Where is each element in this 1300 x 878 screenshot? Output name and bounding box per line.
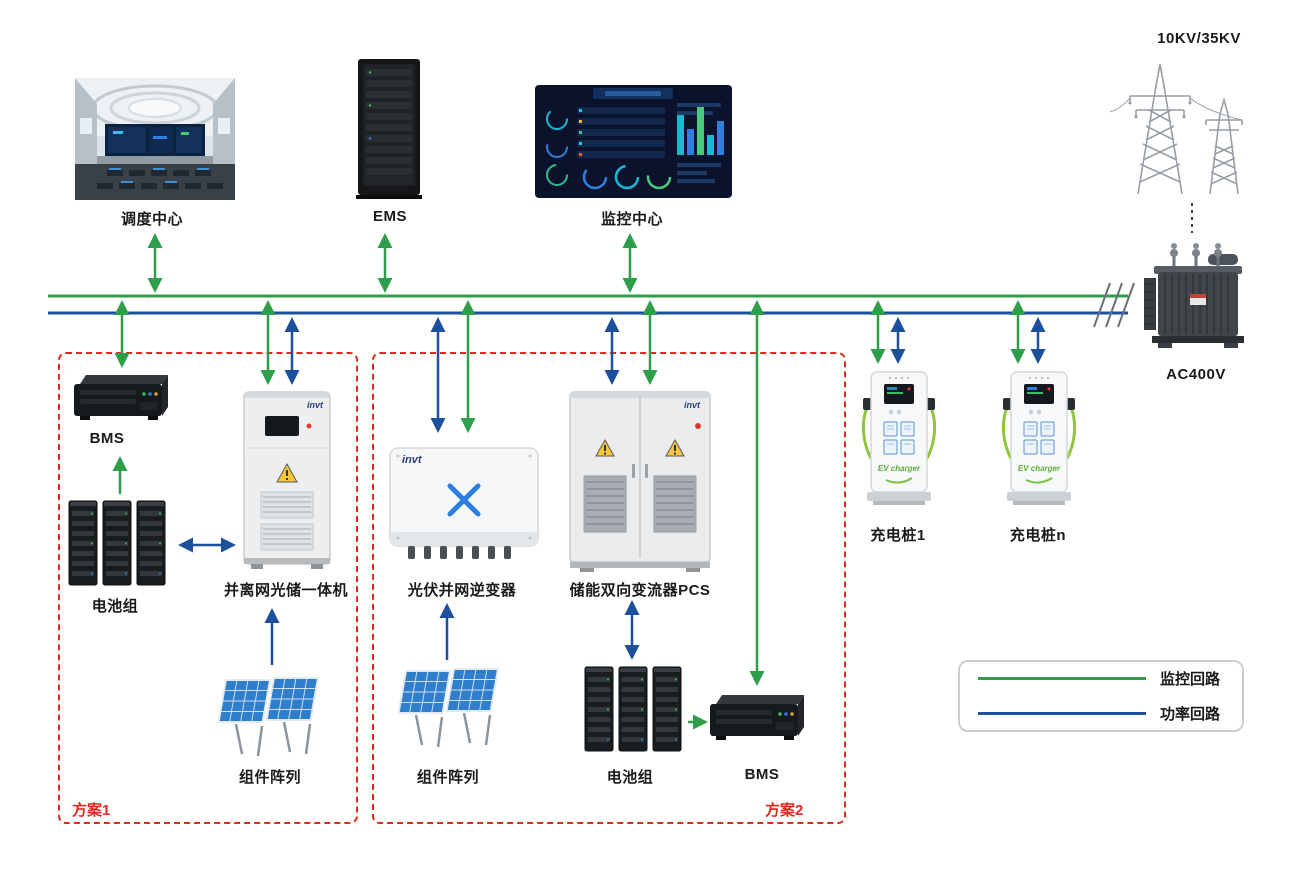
legend: 监控回路 功率回路	[958, 660, 1244, 732]
inverter-emblem	[447, 483, 481, 517]
label-hybrid-machine: 并离网光储一体机	[223, 582, 348, 599]
label-charger-1: 充电桩1	[870, 527, 926, 544]
pv-array-illustration	[397, 668, 500, 748]
device-battery-1	[66, 497, 168, 589]
scheme1-box	[58, 352, 358, 824]
device-bms-2	[706, 692, 806, 744]
ev-charger-illustration	[862, 371, 936, 505]
monitor-arrows	[112, 233, 1026, 730]
device-pcs: invt	[568, 390, 712, 572]
battery-group-illustration	[584, 666, 682, 752]
hybrid-screen	[265, 416, 299, 436]
label-bms-2: BMS	[744, 766, 780, 783]
bms-illustration	[74, 375, 168, 420]
legend-row-monitor: 监控回路	[978, 668, 1224, 689]
label-pv-array-1: 组件阵列	[238, 769, 301, 786]
power-arrows	[178, 317, 1046, 665]
ev-charger-text: EV charger	[877, 464, 921, 473]
power-line-sample	[978, 712, 1146, 715]
hybrid-indicator	[306, 423, 312, 429]
device-pv-inverter: invt	[384, 440, 544, 575]
label-hv-grid: 10KV/35KV	[1157, 30, 1241, 47]
pcs-illustration	[569, 391, 711, 572]
device-pv-array-2	[392, 663, 504, 755]
invt-logo: invt	[402, 454, 422, 466]
label-dispatch-center: 调度中心	[120, 211, 183, 228]
hybrid-machine-illustration	[243, 391, 331, 569]
invt-logo: invt	[306, 400, 323, 410]
device-charger-1: EV charger	[860, 368, 938, 516]
device-battery-2	[582, 663, 684, 755]
label-battery-2: 电池组	[606, 769, 654, 786]
device-monitor-center	[535, 85, 732, 198]
device-ems	[355, 57, 426, 200]
legend-row-power: 功率回路	[978, 703, 1224, 724]
monitor-dashboard-illustration	[535, 85, 732, 198]
label-lv-grid: AC400V	[1166, 366, 1226, 383]
device-grid-towers	[1108, 52, 1256, 200]
device-charger-n: EV charger	[1000, 368, 1078, 516]
device-hybrid-machine: invt	[241, 390, 333, 572]
charger-nozzle	[926, 398, 935, 410]
label-scheme2: 方案2	[765, 802, 804, 819]
legend-monitor-label: 监控回路	[1160, 671, 1221, 688]
device-pv-array-1	[212, 672, 324, 764]
label-monitor-center: 监控中心	[600, 211, 663, 228]
device-bms-1	[70, 372, 170, 424]
label-pv-inverter: 光伏并网逆变器	[407, 582, 517, 599]
warning-icon	[665, 438, 685, 457]
invt-logo: invt	[683, 400, 700, 410]
device-transformer	[1138, 232, 1254, 360]
label-pv-array-2: 组件阵列	[416, 769, 479, 786]
label-scheme1: 方案1	[72, 802, 111, 819]
ev-charger-illustration	[1002, 371, 1076, 505]
label-pcs: 储能双向变流器PCS	[569, 582, 711, 599]
ems-rack-illustration	[356, 59, 422, 199]
ev-charger-text: EV charger	[1017, 464, 1061, 473]
pcs-button	[695, 423, 701, 429]
charger-nozzle	[863, 398, 872, 410]
bus-break-slashes	[1093, 282, 1135, 328]
charger-nozzle	[1066, 398, 1075, 410]
label-battery-1: 电池组	[91, 598, 139, 615]
pv-array-illustration	[217, 677, 320, 757]
transformer-illustration	[1144, 243, 1244, 348]
battery-group-illustration	[68, 500, 166, 586]
label-charger-n: 充电桩n	[1009, 527, 1067, 544]
label-ems: EMS	[372, 208, 407, 225]
legend-power-label: 功率回路	[1160, 706, 1221, 723]
warning-icon	[276, 462, 298, 483]
grid-towers-illustration	[1109, 63, 1243, 195]
label-bms-1: BMS	[89, 430, 125, 447]
device-dispatch-center	[75, 78, 235, 200]
monitor-line-sample	[978, 677, 1146, 680]
charger-nozzle	[1003, 398, 1012, 410]
pv-inverter-illustration	[389, 447, 539, 559]
bms-illustration	[710, 695, 804, 740]
warning-icon	[595, 438, 615, 457]
dispatch-center-illustration	[75, 78, 235, 200]
